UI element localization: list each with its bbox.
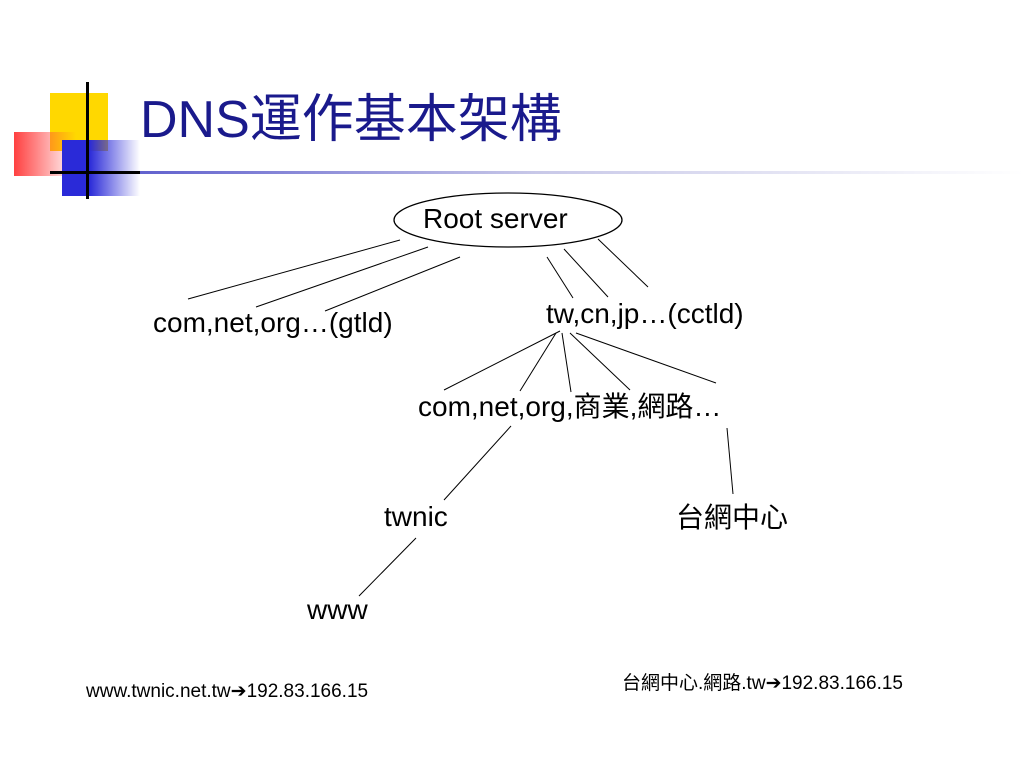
- root-to-cctld-line-1: [546, 256, 574, 299]
- twnet-center-node: 台網中心: [676, 502, 789, 533]
- caption-twnic-resolution: www.twnic.net.tw➔192.83.166.15: [86, 679, 368, 704]
- root-to-gtld-line-3: [324, 256, 461, 312]
- gtld-node: com,net,org…(gtld): [153, 307, 393, 338]
- caption-twnet-resolution: 台網中心.網路.tw➔192.83.166.15: [622, 671, 903, 696]
- page-title: DNS運作基本架構: [140, 88, 562, 152]
- caption-right-host: 台網中心.網路.tw: [622, 673, 766, 694]
- www-node: www: [307, 594, 368, 625]
- cctld-to-sld-line-4: [569, 332, 631, 391]
- root-to-gtld-line-1: [187, 239, 401, 300]
- sld-to-twnic-line: [443, 425, 512, 501]
- caption-left-host: www.twnic.net.tw: [86, 681, 231, 702]
- cctld-to-sld-line-5: [575, 332, 717, 384]
- root-to-gtld-line-2: [255, 246, 429, 308]
- cctld-to-sld-line-2: [519, 332, 557, 392]
- caption-left-ip: 192.83.166.15: [246, 681, 369, 702]
- caption-right-ip: 192.83.166.15: [781, 673, 903, 694]
- root-to-cctld-line-2: [563, 248, 609, 298]
- right-arrow-icon: ➔: [765, 672, 782, 694]
- right-arrow-icon: ➔: [230, 680, 247, 702]
- root-server-node: Root server: [423, 203, 568, 234]
- cctld-to-sld-line-1: [443, 330, 561, 391]
- twnic-node: twnic: [384, 501, 448, 532]
- second-level-domain-node: com,net,org,商業,網路…: [418, 391, 722, 422]
- title-cjk: 運作基本架構: [249, 90, 562, 150]
- blue-gradient-decoration: [62, 140, 140, 196]
- twnic-to-www-line: [358, 537, 417, 597]
- sld-to-twnet-line: [726, 427, 734, 495]
- vertical-accent-line: [86, 82, 89, 199]
- root-ellipse: [393, 192, 623, 248]
- cctld-to-sld-line-3: [561, 332, 572, 393]
- root-to-cctld-line-3: [597, 238, 649, 288]
- title-latin: DNS: [140, 91, 250, 149]
- title-underline-dark-segment: [50, 171, 140, 174]
- title-underline-rule: [50, 171, 1024, 174]
- cctld-node: tw,cn,jp…(cctld): [546, 298, 744, 329]
